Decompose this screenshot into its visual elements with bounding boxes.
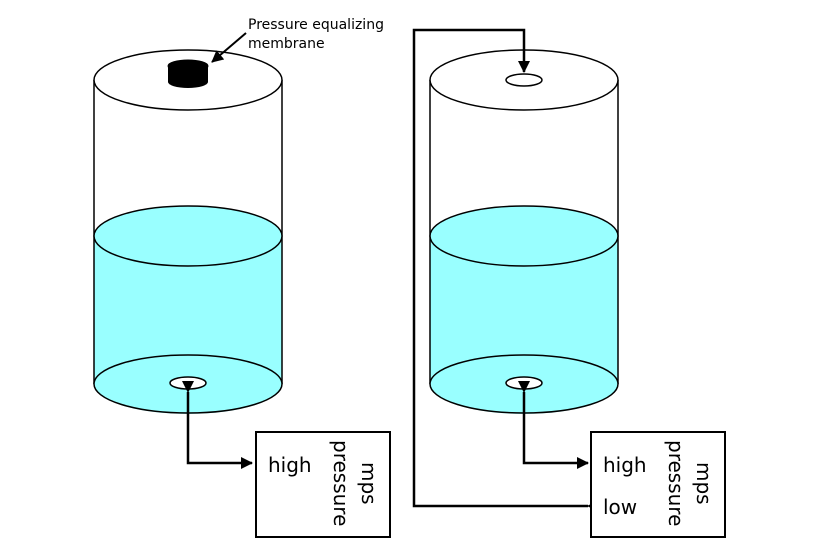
left-sensor-port-high: high <box>268 453 312 477</box>
right-tank-top-port <box>505 73 543 87</box>
left-tank: Pressure equalizing membrane high pressu… <box>93 17 391 538</box>
left-high-pressure-tube <box>182 381 253 469</box>
right-sensor-box <box>590 431 726 538</box>
right-sensor-port-high: high <box>603 453 647 477</box>
right-tank-bottom-port <box>505 376 543 390</box>
left-tank-water-surface <box>93 205 283 267</box>
left-sensor-title-pressure: pressure <box>329 440 353 526</box>
membrane-annotation-line2: membrane <box>248 36 325 52</box>
right-low-pressure-tube <box>412 28 599 512</box>
right-sensor-title-mps: mps <box>692 462 716 505</box>
right-tank-water-surface <box>429 205 619 267</box>
right-sensor-port-low: low <box>603 495 637 519</box>
right-tank: high low pressure mps <box>412 28 726 538</box>
left-sensor-box <box>255 431 391 538</box>
right-sensor-title-pressure: pressure <box>664 440 688 526</box>
membrane-annotation-arrow <box>211 32 247 63</box>
left-sensor-title-mps: mps <box>357 462 381 505</box>
pressure-equalizing-membrane <box>167 59 209 88</box>
left-tank-bottom-port <box>169 376 207 390</box>
membrane-annotation-line1: Pressure equalizing <box>248 17 384 33</box>
